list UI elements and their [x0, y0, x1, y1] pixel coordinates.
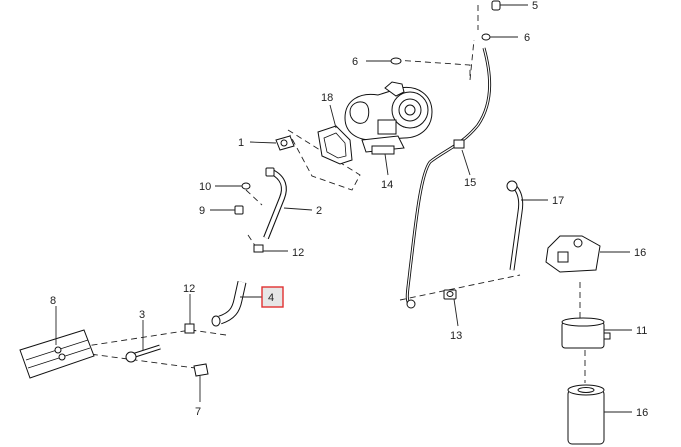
callout-17: 17: [552, 195, 564, 207]
callout-16-upper: 16: [634, 247, 646, 259]
part-6-washer-left[interactable]: [366, 57, 402, 65]
callout-11: 11: [636, 325, 647, 337]
callout-8: 8: [50, 295, 56, 307]
callout-1: 1: [238, 137, 244, 149]
part-16-oil-filter[interactable]: [567, 384, 632, 445]
callout-10: 10: [199, 181, 211, 193]
callout-3: 3: [139, 309, 145, 321]
callout-4-highlight[interactable]: 4: [261, 286, 284, 308]
part-7-drain-plug[interactable]: [193, 363, 209, 402]
part-4-hose[interactable]: [211, 281, 262, 327]
part-16-bracket[interactable]: [545, 235, 630, 273]
callout-16-lower: 16: [636, 407, 648, 419]
part-18-gasket[interactable]: [317, 104, 353, 165]
callout-2: 2: [316, 205, 322, 217]
assembly-dash-lines: [59, 5, 586, 383]
part-13-fitting[interactable]: [443, 289, 459, 327]
part-15-oil-return-pipe[interactable]: [405, 47, 492, 309]
callout-12-upper: 12: [292, 247, 304, 259]
part-1-banjo-fitting[interactable]: [249, 135, 295, 151]
part-11-filter-adapter[interactable]: [561, 317, 632, 349]
part-10-washer[interactable]: [215, 182, 251, 190]
callout-5: 5: [532, 0, 538, 12]
callout-12-lower: 12: [183, 283, 195, 295]
part-12-nut-lower[interactable]: [184, 294, 195, 334]
part-9-bolt[interactable]: [210, 205, 244, 215]
callout-15: 15: [464, 177, 476, 189]
callout-6-upper: 6: [524, 32, 530, 44]
part-3-suction-tube[interactable]: [125, 320, 161, 363]
callout-13: 13: [450, 330, 462, 342]
callout-14: 14: [381, 179, 393, 191]
part-5-fitting[interactable]: [491, 0, 528, 11]
callout-4: 4: [268, 292, 274, 304]
callout-6-left: 6: [352, 56, 358, 68]
part-8-oil-strainer[interactable]: [19, 306, 95, 379]
callout-7: 7: [195, 406, 201, 418]
part-turbocharger[interactable]: [344, 81, 433, 141]
part-6-washer-upper[interactable]: [481, 33, 518, 41]
part-2-oil-feed-pipe[interactable]: [263, 167, 313, 240]
part-14-flange[interactable]: [361, 135, 405, 176]
callout-18: 18: [321, 92, 333, 104]
part-17-hose[interactable]: [506, 180, 548, 271]
part-12-nut-upper[interactable]: [253, 244, 288, 253]
callout-9: 9: [199, 205, 205, 217]
